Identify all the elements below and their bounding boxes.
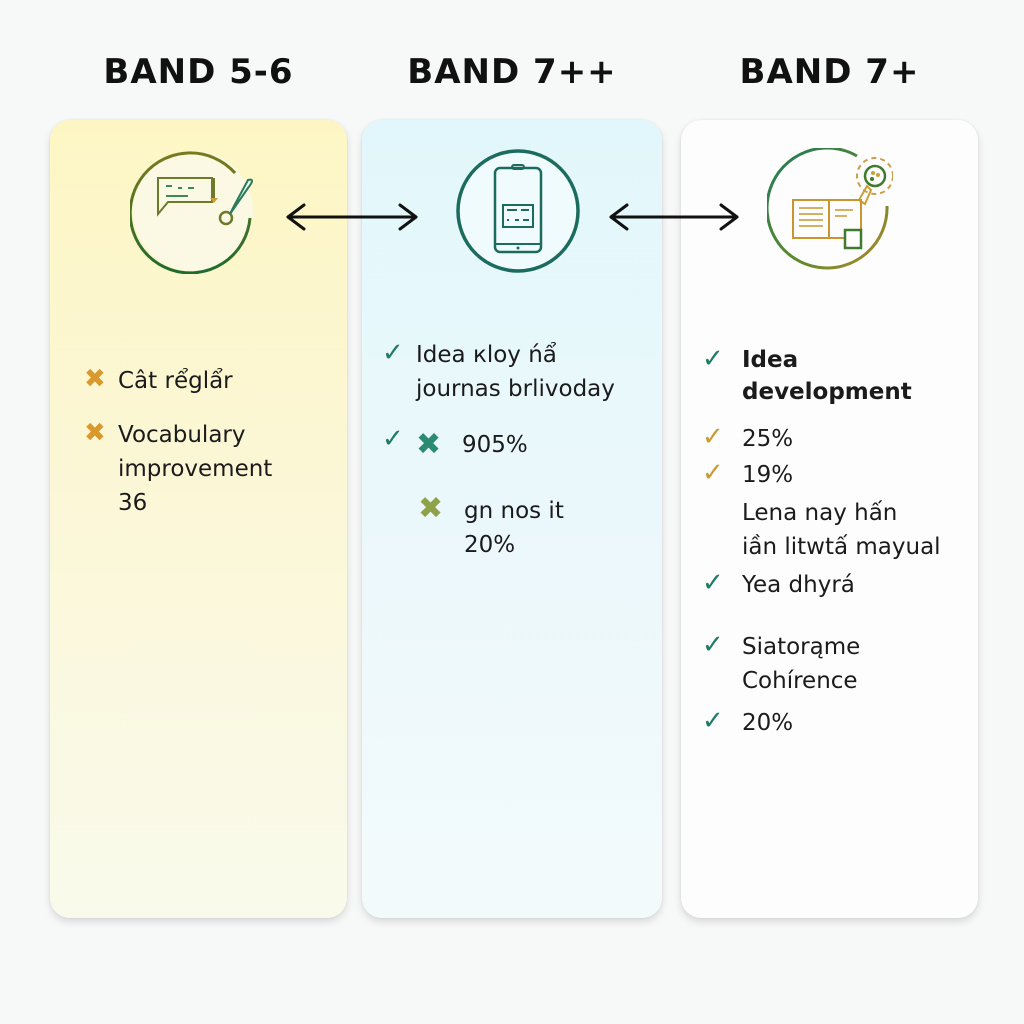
band-7-plus-card: [681, 120, 978, 918]
list-item: ✓ 19%: [702, 458, 794, 488]
cross-icon: ✖: [418, 491, 444, 526]
column-heading-band-7-plus: BAND 7+: [739, 52, 920, 92]
cross-icon: ✖: [416, 427, 442, 462]
check-icon: ✓: [382, 424, 404, 454]
chat-quill-icon: [130, 151, 253, 274]
check-icon: ✓: [702, 568, 724, 598]
check-icon: ✓: [702, 630, 724, 660]
list-item: ✓ 20%: [702, 706, 794, 736]
list-item: ✓ 25%: [702, 422, 794, 452]
check-icon: ✓: [702, 422, 724, 452]
list-item: ✖ Vocabulary improvement 36: [84, 418, 273, 516]
list-item: ✓ Siatorąme Cohírence: [702, 630, 861, 694]
double-arrow-icon: [609, 203, 739, 231]
column-heading-band-5-6: BAND 5-6: [103, 52, 294, 92]
check-icon: ✓: [702, 458, 724, 488]
check-icon: ✓: [702, 706, 724, 736]
column-heading-band-7-plus-plus: BAND 7++: [407, 52, 617, 92]
list-item: ✓ Idea кloy ńẩ journas brlivoday: [382, 338, 615, 402]
double-arrow-icon: [286, 203, 418, 231]
cross-icon: ✖: [84, 364, 106, 394]
list-item: ✓ Yea dhyrá: [702, 568, 855, 598]
check-icon: ✓: [702, 344, 724, 374]
list-item: ✖ gn nos it 20%: [418, 491, 564, 559]
list-item: ✓ Idea development: [702, 344, 912, 405]
book-magnifier-icon: [767, 148, 893, 270]
list-item: ✓ ✖ 905%: [382, 424, 528, 462]
check-icon: ✓: [382, 338, 404, 368]
list-item: Lena nay hấn iần litwtấ mayual: [742, 500, 941, 560]
list-item: ✖ Cât rểglẩr: [84, 364, 233, 394]
cross-icon: ✖: [84, 418, 106, 448]
tablet-icon: [456, 149, 580, 273]
